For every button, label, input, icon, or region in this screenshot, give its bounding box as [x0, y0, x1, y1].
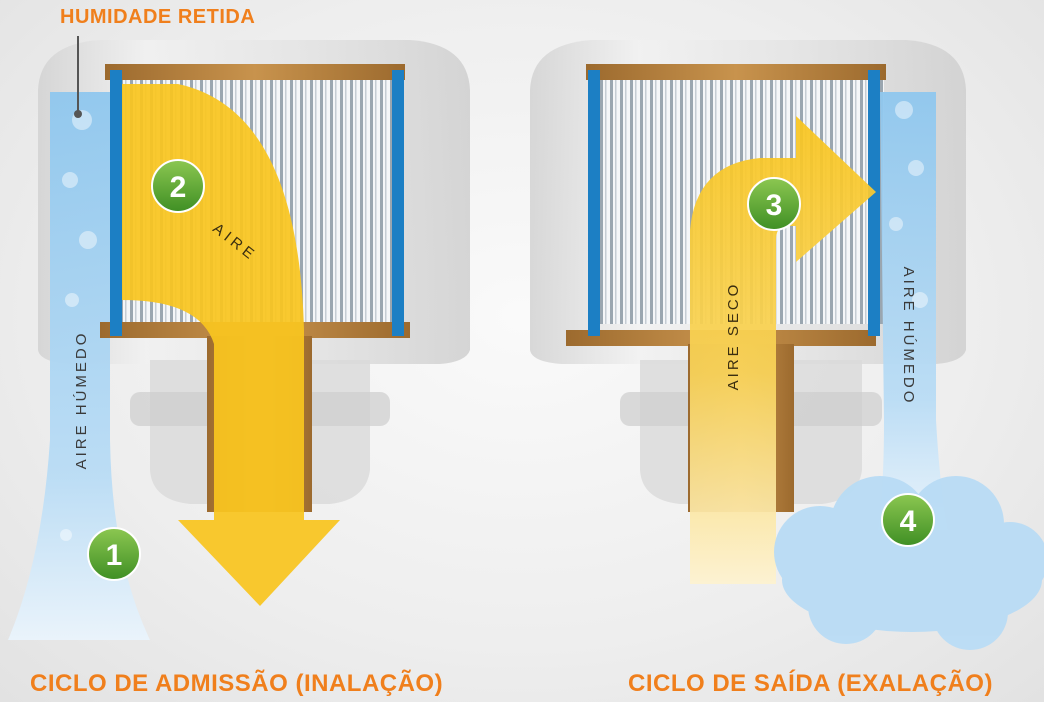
- exhaust-moisture-cloud: [774, 476, 1044, 650]
- intake-cycle-caption: CICLO DE ADMISSÃO (INALAÇÃO): [30, 670, 444, 697]
- svg-text:3: 3: [766, 189, 783, 222]
- intake-humid-air-stream: [8, 92, 150, 640]
- exhaust-humid-air-stream: [878, 92, 948, 530]
- exhaust-unit: 3 4 AIRE SECO AIRE HÚMEDO: [530, 40, 1044, 650]
- intake-humid-air-label: AIRE HÚMEDO: [73, 331, 90, 470]
- step-4-badge: 4: [881, 493, 935, 547]
- intake-air-flow: [122, 84, 340, 606]
- step-3-badge: 3: [747, 177, 801, 231]
- step-1-badge: 1: [87, 527, 141, 581]
- retained-moisture-label: HUMIDADE RETIDA: [60, 6, 256, 28]
- intake-filter-top-plate: [105, 64, 405, 80]
- exhaust-humid-air-label: AIRE HÚMEDO: [900, 267, 917, 406]
- step-2-badge: 2: [151, 159, 205, 213]
- svg-text:4: 4: [900, 505, 917, 538]
- exhaust-air-flow: [690, 116, 876, 584]
- svg-text:1: 1: [106, 539, 123, 572]
- dry-air-label: AIRE SECO: [725, 282, 742, 391]
- svg-text:2: 2: [170, 171, 187, 204]
- exhaust-cycle-caption: CICLO DE SAÍDA (EXALAÇÃO): [628, 670, 993, 697]
- intake-unit: 2 1 AIRE AIRE HÚMEDO: [8, 36, 470, 640]
- exhaust-filter-top-plate: [586, 64, 886, 80]
